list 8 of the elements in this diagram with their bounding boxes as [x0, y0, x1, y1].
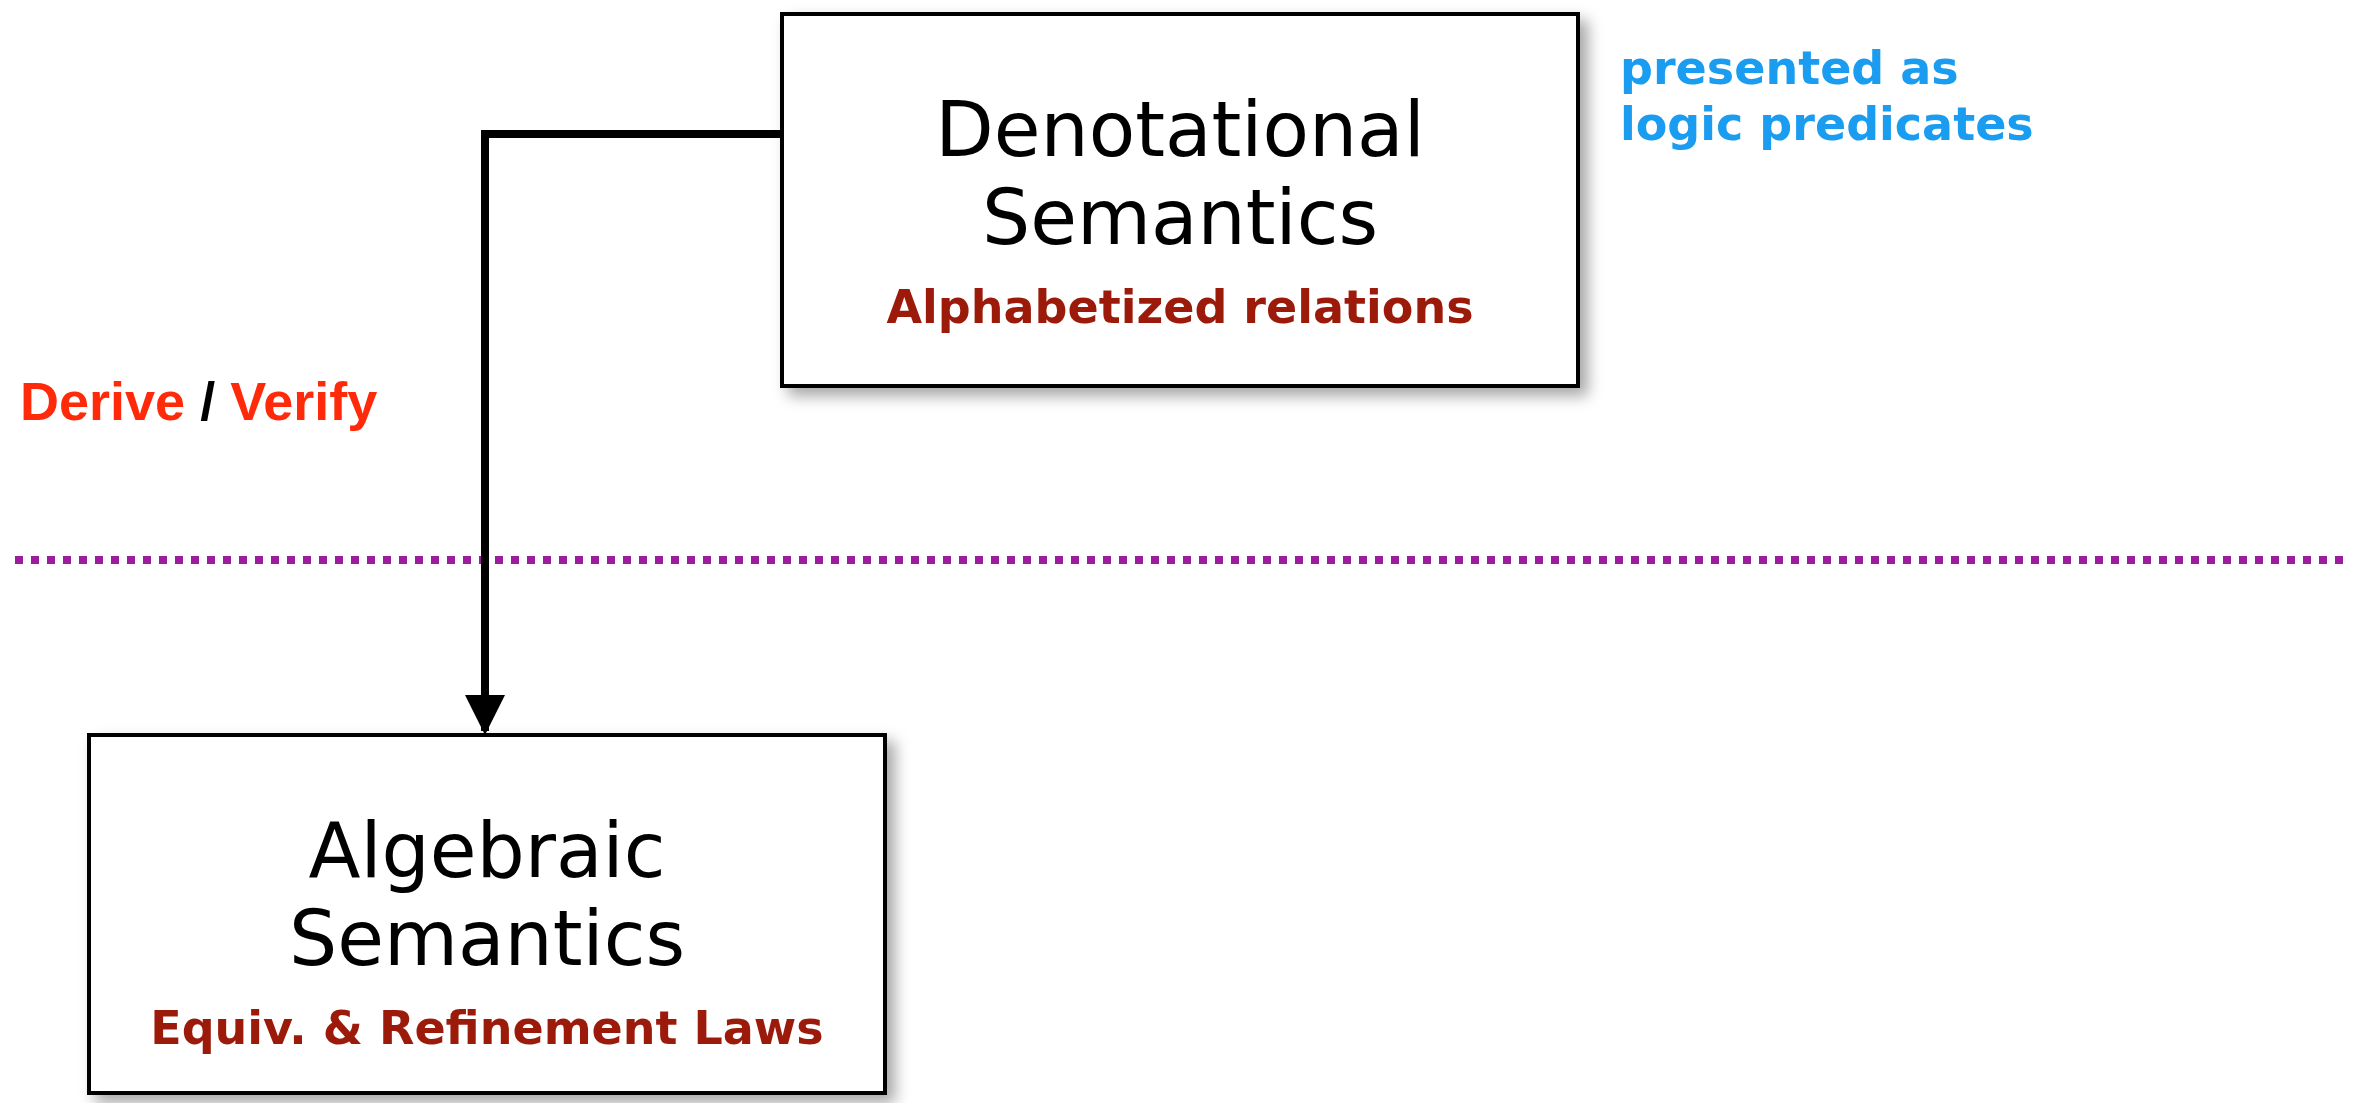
- box-subtitle: Equiv. & Refinement Laws: [150, 1001, 824, 1055]
- box-title: Denotational Semantics: [934, 86, 1426, 262]
- process-box: [87, 733, 887, 1095]
- arrow: [465, 130, 780, 735]
- box-subtitle: Alphabetized relations: [886, 280, 1474, 334]
- annotation-text: presented as logic predicates: [1620, 40, 2035, 152]
- box-title: Algebraic Semantics: [287, 807, 687, 983]
- process-box: [780, 12, 1580, 388]
